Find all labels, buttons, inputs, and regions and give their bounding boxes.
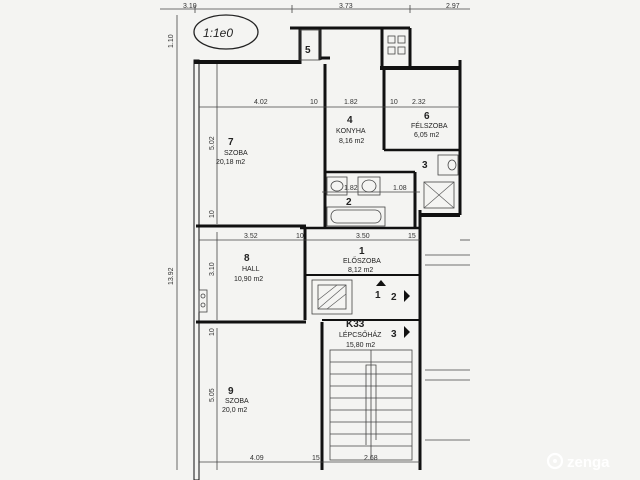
- scale-note: 1:1e0: [203, 26, 233, 40]
- staircase: [329, 349, 413, 461]
- dim-1-08: 1.08: [393, 185, 407, 192]
- dim-10-b: 10: [390, 99, 398, 106]
- dim-5-05: 5.05: [209, 388, 216, 402]
- dim-1-82-b: 1.82: [344, 185, 358, 192]
- room-7-area: 20,18 m2: [216, 159, 245, 166]
- room-9-area: 20,0 m2: [222, 407, 247, 414]
- entrance-mark-2: 2: [391, 292, 397, 303]
- shaft-upper: [423, 181, 455, 209]
- room-9-name: SZOBA: [225, 398, 249, 405]
- top-dim-3: 2.97: [446, 3, 460, 10]
- left-dim-1: 1.10: [168, 34, 175, 48]
- room-8-area: 10,90 m2: [234, 276, 263, 283]
- room-6-number: 6: [424, 111, 430, 122]
- dim-3-50: 3.50: [356, 233, 370, 240]
- dim-10-c: 10: [209, 210, 216, 218]
- room-k33-name: LÉPCSŐHÁZ: [339, 330, 382, 339]
- room-4-number: 4: [347, 115, 353, 126]
- zenga-logo-icon: [546, 452, 564, 470]
- room-1-number: 1: [359, 246, 365, 257]
- room-7-number: 7: [228, 137, 234, 148]
- entrance-arrow-up: [376, 280, 386, 286]
- room-k33-area: 15,80 m2: [346, 342, 375, 349]
- scale-note-circle: [193, 14, 259, 50]
- room-k33-number: K33: [346, 319, 365, 330]
- room-1-area: 8,12 m2: [348, 267, 373, 274]
- entrance-mark-3: 3: [391, 329, 397, 340]
- dim-1-82-a: 1.82: [344, 99, 358, 106]
- dim-10-d: 10: [296, 233, 304, 240]
- dim-4-09: 4.09: [250, 455, 264, 462]
- outer-walls: [193, 26, 462, 480]
- dim-10-e: 10: [209, 328, 216, 336]
- dim-10-a: 10: [310, 99, 318, 106]
- room-8-number: 8: [244, 253, 250, 264]
- dim-15-a: 15: [408, 233, 416, 240]
- zenga-watermark: zenga: [546, 452, 610, 471]
- dim-15-b: 15: [312, 455, 320, 462]
- room-6-area: 6,05 m2: [414, 132, 439, 139]
- entrance-arrow-right-2: [404, 326, 410, 338]
- room-6-name: FÉLSZOBA: [411, 121, 448, 130]
- left-dim-2: 13.92: [168, 267, 175, 285]
- room-8-name: HALL: [242, 266, 260, 273]
- room-5-number: 5: [305, 45, 311, 56]
- room-3-number: 3: [422, 160, 428, 171]
- room-4-name: KONYHA: [336, 128, 366, 135]
- inner-walls: [196, 64, 460, 470]
- dim-3-52: 3.52: [244, 233, 258, 240]
- dim-2-32: 2.32: [412, 99, 426, 106]
- dim-3-10: 3.10: [209, 262, 216, 276]
- room-1-name: ELŐSZOBA: [343, 256, 381, 265]
- dim-2-68: 2.68: [364, 455, 378, 462]
- room-4-area: 8,16 m2: [339, 138, 364, 145]
- room-7-name: SZOBA: [224, 150, 248, 157]
- entrance-mark-1: 1: [375, 290, 381, 301]
- top-dim-2: 3.73: [339, 3, 353, 10]
- elevator-shaft: [311, 279, 353, 315]
- watermark-text: zenga: [567, 454, 610, 471]
- dim-5-02: 5.02: [209, 136, 216, 150]
- room-2-number: 2: [346, 197, 352, 208]
- top-dim-1: 3.10: [183, 3, 197, 10]
- entrance-arrow-right-1: [404, 290, 410, 302]
- dim-4-02: 4.02: [254, 99, 268, 106]
- room-9-number: 9: [228, 386, 234, 397]
- bathroom-fixtures: [326, 176, 386, 227]
